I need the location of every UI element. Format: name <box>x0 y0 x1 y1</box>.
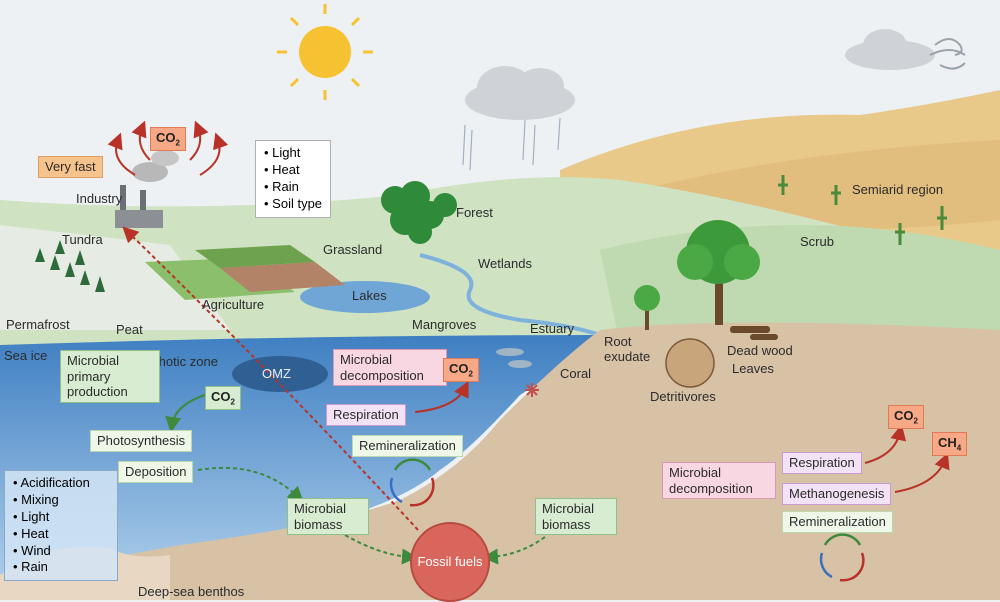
ocean-factor-item: • Wind <box>13 542 51 558</box>
grassland-label: Grassland <box>323 242 383 257</box>
sea-ice-label: Sea ice <box>4 348 48 363</box>
remineralization-cycle-sea-icon <box>389 458 435 507</box>
conifer-trees-icon <box>35 240 105 292</box>
respiration-sea-box: Respiration <box>326 404 406 426</box>
fish-icon <box>496 348 532 368</box>
wind-icon <box>929 38 966 70</box>
remineralization-cycle-land-icon <box>819 533 865 582</box>
fossil-fuels-circle: Fossil fuels <box>410 522 490 602</box>
small-tree-icon <box>634 285 660 330</box>
ocean-factor-item: • Acidification <box>13 475 90 490</box>
dead-wood-icon <box>730 326 778 340</box>
cloud-icon <box>465 29 935 120</box>
forest-trees-icon <box>381 181 457 244</box>
forest-label: Forest <box>456 205 493 220</box>
ocean-factors-list: • Acidification • Mixing • Light • Heat … <box>4 470 118 582</box>
land-factor-item: • Soil type <box>264 195 323 211</box>
land-factor-item: • Rain <box>264 178 299 194</box>
deposition-box: Deposition <box>118 461 194 483</box>
tundra-label: Tundra <box>62 232 103 247</box>
ocean-factor-item: • Heat <box>13 525 49 541</box>
lakes-label: Lakes <box>352 288 387 303</box>
estuary-label: Estuary <box>530 321 575 336</box>
microbial-biomass-box: Microbial biomass <box>287 498 369 536</box>
sun-icon <box>277 4 373 100</box>
detritivores-icon <box>665 338 715 388</box>
permafrost-label: Permafrost <box>6 317 70 332</box>
respiration-land-box: Respiration <box>782 452 862 474</box>
deep-sea-benthos-label: Deep-sea benthos <box>138 584 245 599</box>
ch4-land-badge: CH4 <box>932 432 968 456</box>
ocean-factor-item: • Rain <box>13 559 48 575</box>
microbial-decomposition-sea-box: Microbial decomposition <box>333 349 447 387</box>
remineralization-sea-box: Remineralization <box>352 435 463 457</box>
scrub-label: Scrub <box>800 234 834 249</box>
peat-label: Peat <box>116 322 143 337</box>
agriculture-label: Agriculture <box>202 297 265 312</box>
rain-icon <box>462 117 561 171</box>
semiarid-label: Semiarid region <box>852 182 944 197</box>
industry-label: Industry <box>76 191 123 206</box>
land-factors-list: • Light • Heat • Rain • Soil type <box>255 140 332 218</box>
co2-ocean-badge: CO2 <box>205 386 241 410</box>
co2-sea-respiration-badge: CO2 <box>443 358 479 382</box>
root-exudate-label: Root exudate <box>604 334 651 364</box>
photic-zone-label: Photic zone <box>150 354 218 369</box>
co2-land-badge: CO2 <box>888 405 924 429</box>
dead-wood-label: Dead wood <box>727 343 793 358</box>
cactus-icon <box>778 175 947 245</box>
detritivores-label: Detritivores <box>650 389 716 404</box>
methanogenesis-box: Methanogenesis <box>782 483 892 505</box>
factory-icon <box>115 150 179 228</box>
very-fast-label: Very fast <box>38 156 103 178</box>
tree-icon <box>677 220 760 325</box>
microbial-biomass-right-box: Microbial biomass <box>535 498 617 536</box>
microbial-primary-production-box: Microbial primary production <box>60 350 160 403</box>
co2-industry-badge: CO2 <box>150 127 186 151</box>
omz-label: OMZ <box>262 366 291 381</box>
ocean-factor-item: • Mixing <box>13 491 59 507</box>
microbial-decomposition-land-box: Microbial decomposition <box>662 462 776 500</box>
land-factor-item: • Heat <box>264 161 300 177</box>
ocean-factor-item: • Light <box>13 508 50 524</box>
leaves-label: Leaves <box>732 361 774 376</box>
remineralization-land-box: Remineralization <box>782 511 893 533</box>
wetlands-label: Wetlands <box>478 256 532 271</box>
coral-label: Coral <box>560 366 592 381</box>
coral-starfish-icon <box>525 383 539 397</box>
photosynthesis-box: Photosynthesis <box>90 430 193 452</box>
land-factor-item: • Light <box>264 145 301 160</box>
mangroves-label: Mangroves <box>412 317 477 332</box>
